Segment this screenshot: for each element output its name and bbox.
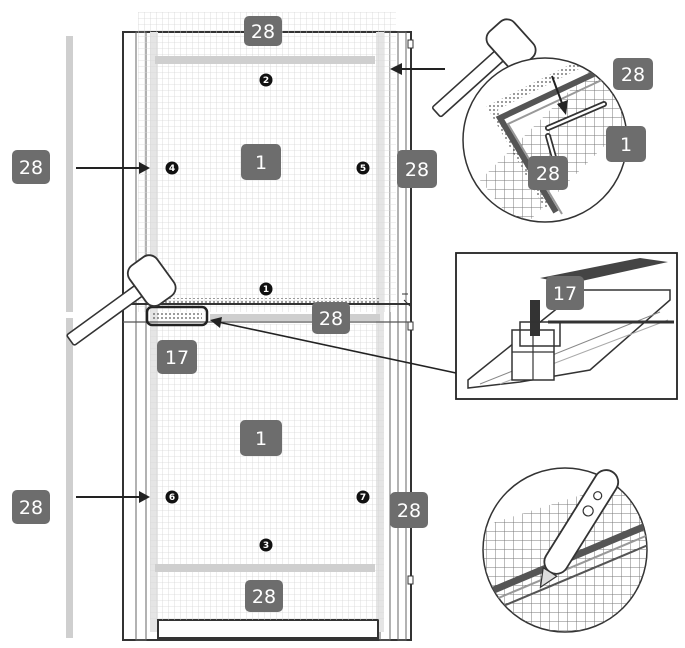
cutter-detail-circle <box>482 467 648 633</box>
fix-point: 6 <box>165 490 179 504</box>
callout-badge-detail-mesh: 1 <box>606 126 646 162</box>
callout-badge-frame-right-lower: 28 <box>390 492 428 528</box>
svg-text:1: 1 <box>620 134 632 156</box>
svg-text:1: 1 <box>255 428 267 450</box>
svg-text:6: 6 <box>169 493 175 503</box>
svg-text:28: 28 <box>621 64 645 86</box>
svg-text:28: 28 <box>536 163 560 185</box>
callout-badge-frame-right-upper: 28 <box>397 150 437 188</box>
svg-text:17: 17 <box>165 347 189 369</box>
callout-badge-detail-clip-strip: 17 <box>546 276 584 310</box>
fix-point: 7 <box>356 490 370 504</box>
callout-badge-clip-strip: 17 <box>157 340 197 374</box>
cutter-knife-icon <box>539 469 620 589</box>
callout-badge-frame-bottom: 28 <box>245 580 283 612</box>
arrow-icon <box>76 63 471 503</box>
svg-text:4: 4 <box>169 164 175 174</box>
upper-top-strip <box>155 56 375 64</box>
svg-text:28: 28 <box>19 157 43 179</box>
svg-text:28: 28 <box>252 586 276 608</box>
left-guide-bar-lower <box>66 318 73 638</box>
callout-badge-mesh-lower: 1 <box>240 420 282 456</box>
callout-badge-detail-frame-b: 28 <box>528 156 568 190</box>
svg-text:28: 28 <box>19 497 43 519</box>
middle-rail-strip <box>210 314 380 321</box>
callout-badge-frame-left-upper: 28 <box>12 150 50 184</box>
fix-point: 1 <box>259 282 273 296</box>
svg-text:28: 28 <box>319 308 343 330</box>
callout-badge-frame-left-lower: 28 <box>12 490 50 524</box>
svg-text:28: 28 <box>405 159 429 181</box>
svg-text:28: 28 <box>251 21 275 43</box>
svg-text:17: 17 <box>553 283 577 305</box>
svg-text:1: 1 <box>255 152 267 174</box>
callout-badge-mesh-upper: 1 <box>241 144 281 180</box>
bottom-rail <box>157 619 379 639</box>
svg-text:3: 3 <box>263 541 269 551</box>
fix-point: 3 <box>259 538 273 552</box>
svg-text:5: 5 <box>360 164 366 174</box>
profile-section-icon <box>455 252 678 400</box>
callout-badge-frame-middle: 28 <box>312 302 350 334</box>
mallet-icon <box>66 254 177 346</box>
fix-point: 5 <box>356 161 370 175</box>
svg-text:1: 1 <box>263 285 269 295</box>
svg-text:28: 28 <box>397 500 421 522</box>
callout-badge-frame-top: 28 <box>244 16 282 46</box>
fix-point: 2 <box>259 73 273 87</box>
fix-point: 4 <box>165 161 179 175</box>
middle-rail <box>123 293 411 323</box>
svg-text:7: 7 <box>360 493 366 503</box>
svg-text:2: 2 <box>263 76 269 86</box>
lower-bottom-strip <box>155 564 375 572</box>
callout-badge-detail-frame-a: 28 <box>613 58 653 90</box>
clip-strip-outline <box>145 305 209 327</box>
left-guide-bar-upper <box>66 36 73 312</box>
